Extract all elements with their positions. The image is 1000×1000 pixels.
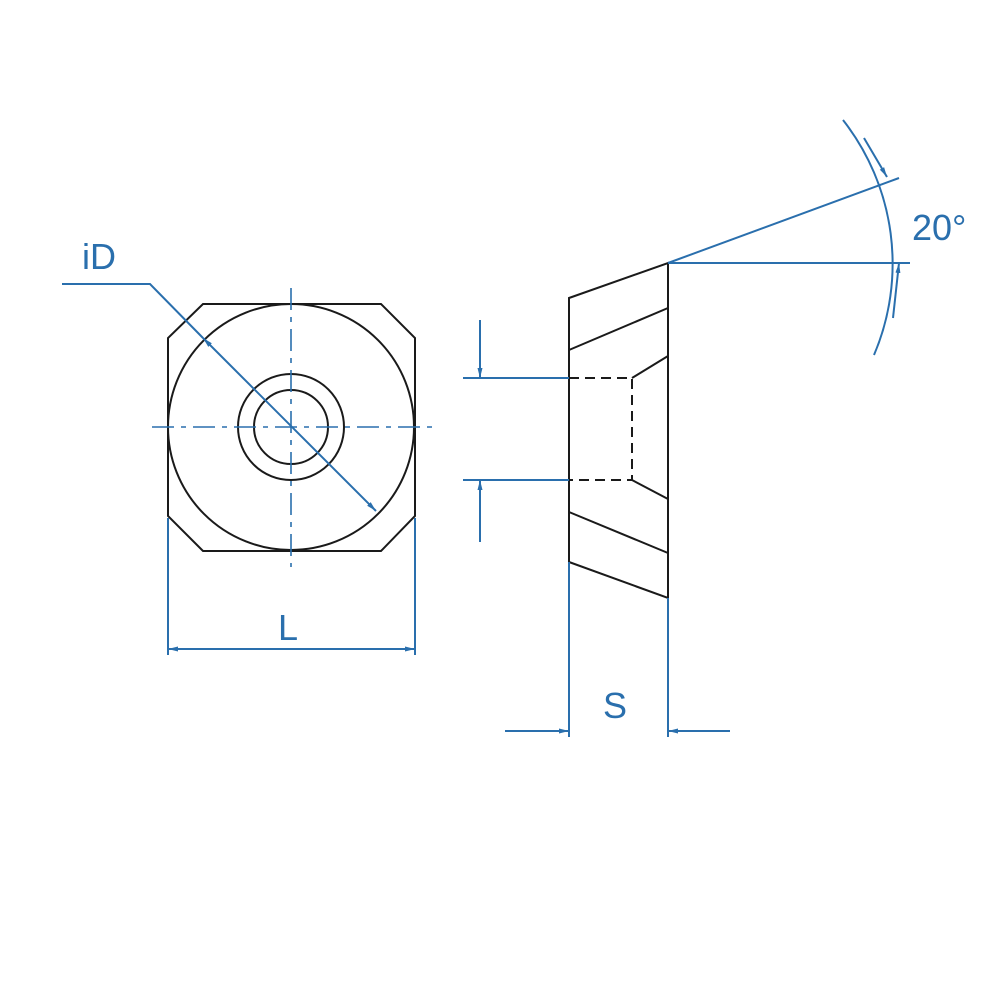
insert-outline: [167, 303, 416, 552]
side-view: S 20°: [463, 119, 966, 737]
angle-inclined-reference: [667, 177, 900, 264]
l-label: L: [278, 607, 298, 648]
angle-label: 20°: [912, 207, 966, 248]
angle-arrow-lower: [892, 262, 901, 319]
hidden-hole-outline: [569, 377, 633, 481]
upper-bevel-edge: [568, 307, 669, 351]
front-view: iD L: [62, 236, 432, 655]
id-dimension-arrow: [202, 337, 377, 512]
id-leader-line: [62, 283, 204, 339]
id-label: iD: [82, 236, 116, 277]
hole-cone-bottom: [631, 479, 669, 500]
s-label: S: [603, 685, 627, 726]
hole-cone-top: [631, 355, 669, 379]
angle-arrow-upper: [863, 137, 888, 178]
lower-bevel-edge: [568, 511, 669, 554]
angle-arc: [842, 119, 894, 356]
